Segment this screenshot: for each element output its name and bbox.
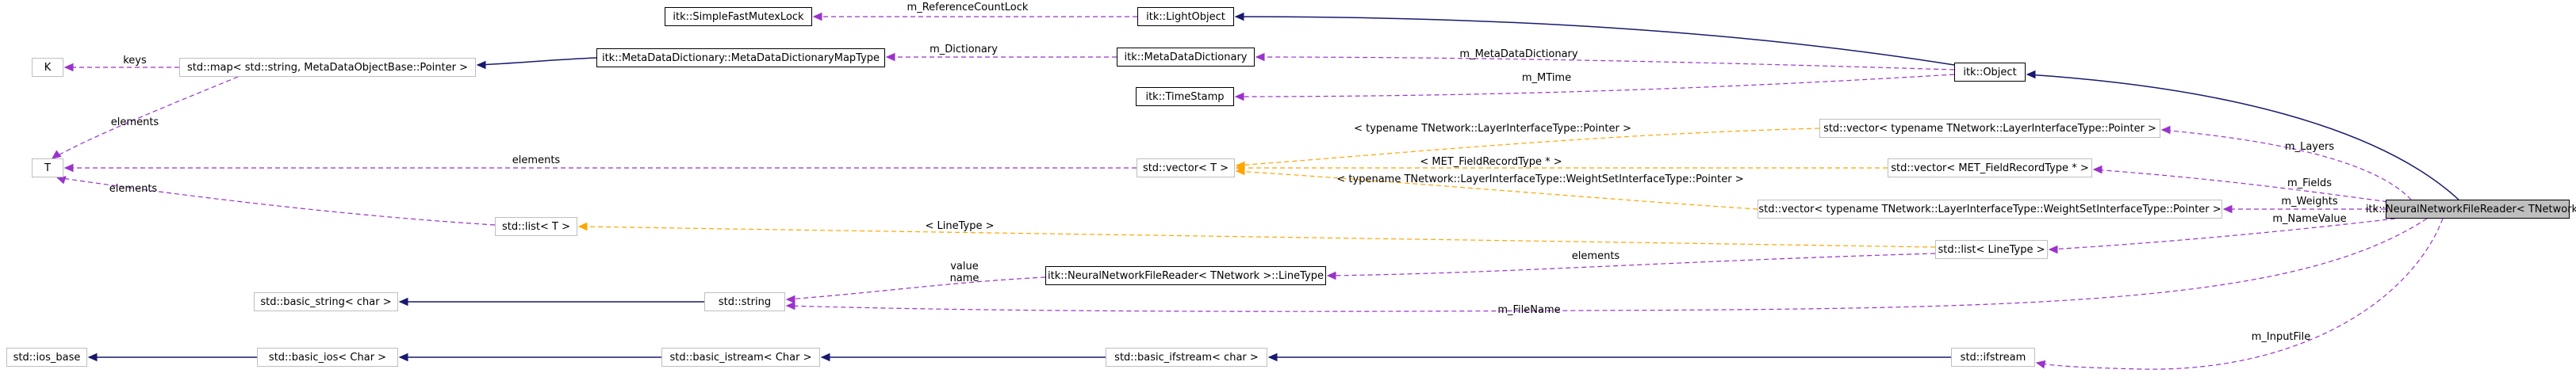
edge-list-linetype-reader-linetype-arrowhead — [1326, 271, 1336, 280]
edge-object-light-object-arrowhead — [1234, 12, 1244, 21]
edge-reader-linetype-string — [785, 276, 1046, 304]
node-basic-istream: std::basic_istream< Char > — [661, 348, 820, 367]
edge-string-basic-string — [398, 297, 704, 307]
edge-object-dictionary — [1255, 52, 1955, 70]
node-ifstream: std::ifstream — [1951, 348, 2035, 367]
node-ios-base: std::ios_base — [6, 348, 87, 367]
edge-reader-ifstream — [2035, 218, 2444, 370]
node-light-object[interactable]: itk::LightObject — [1137, 7, 1234, 26]
node-vector-layer: std::vector< typename TNetwork::LayerInt… — [1819, 119, 2160, 138]
edge-label-list-elements: elements — [109, 183, 158, 195]
edge-basic-istream-basic-ios — [398, 352, 661, 362]
edge-reader-list-linetype — [2048, 218, 2396, 254]
edge-vector-weightset-tmpl — [1235, 166, 1758, 210]
edge-dictionary-map-type-arrowhead — [885, 52, 895, 62]
edge-map-t — [52, 76, 239, 159]
edge-map-type-map-arrowhead — [476, 60, 486, 70]
edge-reader-string-arrowhead — [785, 301, 795, 311]
edge-ifstream-basic-ifstream-arrowhead — [1267, 352, 1278, 362]
edge-basic-ifstream-basic-istream-arrowhead — [820, 352, 830, 362]
edge-label-value: value — [950, 261, 979, 272]
node-metadata-dictionary[interactable]: itk::MetaDataDictionary — [1117, 48, 1255, 67]
edge-list-linetype-reader-linetype — [1326, 253, 1936, 280]
edge-label-metadata-dictionary: m_MetaDataDictionary — [1459, 48, 1578, 60]
edge-map-type-map — [476, 57, 597, 70]
node-list-linetype: std::list< LineType > — [1935, 240, 2048, 259]
edge-label-weightset-pointer: < typename TNetwork::LayerInterfaceType:… — [1336, 173, 1744, 185]
edge-reader-list-linetype-arrowhead — [2048, 245, 2058, 254]
edge-label-fields: m_Fields — [2287, 177, 2332, 189]
edge-basic-ifstream-basic-istream — [820, 352, 1106, 362]
node-basic-ios: std::basic_ios< Char > — [257, 348, 398, 367]
node-map: std::map< std::string, MetaDataObjectBas… — [179, 58, 476, 77]
edge-object-timestamp — [1234, 74, 1955, 101]
edge-vector-weightset-tmpl-arrowhead — [1235, 166, 1245, 176]
edge-dictionary-map-type — [885, 52, 1117, 62]
edge-label-map-elements: elements — [110, 116, 159, 128]
edge-reader-vector-layer-arrowhead — [2160, 125, 2171, 135]
node-metadata-map-type[interactable]: itk::MetaDataDictionary::MetaDataDiction… — [596, 48, 885, 67]
node-vector-met: std::vector< MET_FieldRecordType * > — [1888, 158, 2092, 177]
edge-reader-vector-met — [2092, 165, 2396, 204]
node-list-t: std::list< T > — [495, 217, 577, 236]
node-timestamp[interactable]: itk::TimeStamp — [1136, 87, 1234, 106]
edge-map-t-arrowhead — [52, 150, 62, 159]
node-object[interactable]: itk::Object — [1954, 63, 2026, 82]
edge-label-name: name — [949, 272, 979, 284]
edge-label-weights: m_Weights — [2281, 196, 2338, 208]
edge-reader-object — [2026, 70, 2459, 200]
edge-vector-t-arrowhead — [63, 163, 74, 173]
node-simple-fast-mutex-lock[interactable]: itk::SimpleFastMutexLock — [665, 7, 812, 26]
edge-label-file-name: m_FileName — [1497, 304, 1561, 316]
edge-map-k-arrowhead — [63, 63, 74, 72]
edge-label-name-value: m_NameValue — [2272, 213, 2347, 225]
edge-list-linetype-tmpl-arrowhead — [577, 222, 588, 231]
node-k: K — [32, 58, 63, 77]
edge-list-linetype-tmpl — [577, 222, 1936, 248]
edge-label-layer-pointer: < typename TNetwork::LayerInterfaceType:… — [1354, 123, 1631, 135]
edge-object-dictionary-arrowhead — [1255, 52, 1265, 62]
node-basic-ifstream: std::basic_ifstream< char > — [1106, 348, 1267, 367]
node-string: std::string — [704, 292, 785, 311]
edge-label-line-type: < LineType > — [925, 220, 995, 232]
node-neural-network-file-reader[interactable]: itk::NeuralNetworkFileReader< TNetwork > — [2366, 200, 2576, 219]
edge-basic-ios-ios-base-arrowhead — [87, 352, 98, 362]
edge-map-k — [63, 63, 179, 72]
edge-list-t-arrowhead — [56, 176, 67, 185]
edge-ifstream-basic-ifstream — [1267, 352, 1951, 362]
edge-label-met-field-record: < MET_FieldRecordType * > — [1420, 156, 1562, 168]
node-vector-weightset: std::vector< typename TNetwork::LayerInt… — [1758, 200, 2222, 219]
edge-object-light-object — [1234, 12, 1955, 66]
edge-label-input-file: m_InputFile — [2251, 331, 2311, 343]
node-vector-t: std::vector< T > — [1137, 158, 1235, 177]
edge-reader-string — [785, 218, 2428, 312]
edge-reader-vector-weightset — [2222, 204, 2386, 214]
edge-reader-object-arrowhead — [2026, 70, 2036, 79]
edge-label-reference-count-lock: m_ReferenceCountLock — [907, 2, 1029, 13]
node-t: T — [32, 158, 63, 177]
edge-reader-vector-weightset-arrowhead — [2222, 204, 2233, 214]
edge-label-dictionary: m_Dictionary — [930, 44, 998, 55]
edge-label-linetype-elements: elements — [1571, 250, 1620, 262]
edge-label-layers: m_Layers — [2284, 141, 2335, 153]
node-basic-string: std::basic_string< char > — [254, 292, 398, 311]
edge-reader-vector-met-arrowhead — [2092, 165, 2103, 174]
edge-light-object-mutex-arrowhead — [812, 12, 822, 21]
edge-label-mtime: m_MTime — [1521, 72, 1572, 84]
edge-label-keys: keys — [123, 55, 147, 67]
edge-basic-ios-ios-base — [87, 352, 257, 362]
edge-light-object-mutex — [812, 12, 1137, 21]
node-reader-linetype[interactable]: itk::NeuralNetworkFileReader< TNetwork >… — [1045, 266, 1326, 285]
edge-reader-linetype-string-arrowhead — [785, 295, 795, 304]
edge-vector-t — [63, 163, 1137, 173]
edge-label-vector-elements: elements — [512, 154, 561, 166]
edge-reader-vector-layer — [2160, 125, 2412, 200]
edge-reader-ifstream-arrowhead — [2035, 360, 2046, 369]
edge-object-timestamp-arrowhead — [1234, 92, 1244, 101]
edge-string-basic-string-arrowhead — [398, 297, 408, 307]
edge-basic-istream-basic-ios-arrowhead — [398, 352, 408, 362]
